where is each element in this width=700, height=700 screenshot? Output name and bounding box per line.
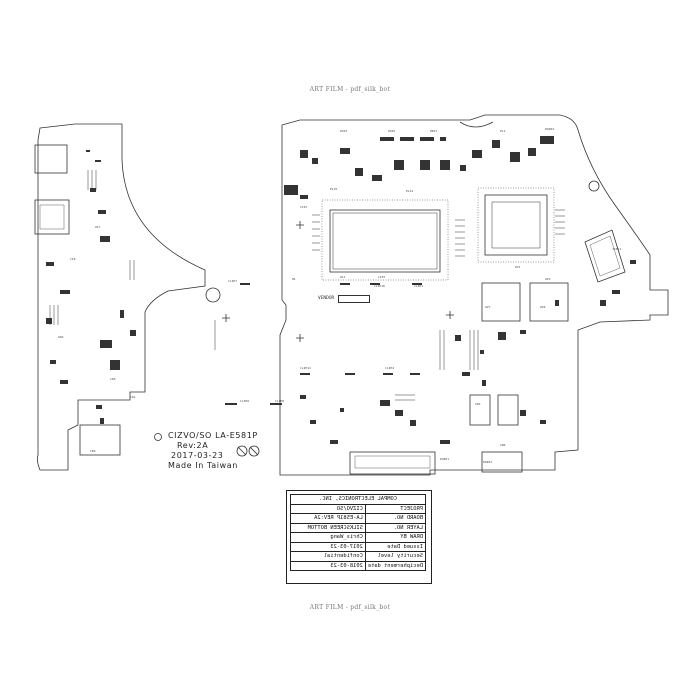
svg-text:PQ202: PQ202 bbox=[545, 127, 554, 131]
board-revision: Rev:2A bbox=[177, 441, 209, 450]
vendor-box bbox=[338, 295, 370, 303]
title-block-company: COMPAL ELECTRONICS, INC. bbox=[290, 494, 426, 504]
title-block-frame bbox=[286, 490, 432, 584]
svg-text:CLIP6: CLIP6 bbox=[240, 399, 249, 403]
svg-text:PL31: PL31 bbox=[406, 189, 413, 193]
svg-text:H1: H1 bbox=[292, 277, 296, 281]
board-made-in: Made In Taiwan bbox=[168, 461, 238, 470]
board-logo-circle bbox=[154, 433, 162, 441]
svg-text:UV1: UV1 bbox=[515, 265, 521, 269]
svg-text:CN2: CN2 bbox=[500, 443, 506, 447]
left-board-outline bbox=[36, 123, 206, 471]
usb-port-1 bbox=[34, 144, 68, 174]
usb-port-2 bbox=[34, 199, 70, 235]
angled-connector bbox=[584, 229, 626, 283]
recycle-mark-2 bbox=[248, 445, 260, 457]
svg-text:C60: C60 bbox=[110, 377, 116, 381]
mount-hole-1 bbox=[205, 287, 221, 303]
svg-text:U46: U46 bbox=[58, 335, 64, 339]
vendor-label: VENDOR bbox=[318, 296, 335, 301]
cap-1 bbox=[469, 394, 491, 426]
board-model: CIZVO/SO LA-E581P bbox=[168, 431, 258, 440]
svg-text:CLIP11: CLIP11 bbox=[300, 366, 311, 370]
art-film-bottom-label: ART FILM - pdf_silk_bot bbox=[309, 604, 391, 611]
mount-hole-2 bbox=[588, 180, 600, 192]
svg-text:UV7: UV7 bbox=[485, 305, 491, 309]
svg-text:PL15: PL15 bbox=[330, 187, 337, 191]
right-board-outline bbox=[279, 114, 669, 476]
svg-text:C18: C18 bbox=[70, 257, 76, 261]
svg-text:PQ403: PQ403 bbox=[483, 460, 492, 464]
svg-text:CLIP10: CLIP10 bbox=[374, 284, 385, 288]
component-pads bbox=[46, 136, 636, 444]
vram-2 bbox=[529, 282, 569, 322]
svg-text:CLIP1: CLIP1 bbox=[414, 284, 423, 288]
svg-text:C107: C107 bbox=[378, 275, 385, 279]
svg-text:C197: C197 bbox=[300, 205, 307, 209]
svg-text:C91: C91 bbox=[130, 395, 136, 399]
svg-text:PU401: PU401 bbox=[440, 457, 449, 461]
table-row: BOARD NO.LA-E581P REV:2A bbox=[290, 513, 426, 523]
svg-text:C89: C89 bbox=[90, 449, 96, 453]
svg-text:PR17: PR17 bbox=[430, 129, 437, 133]
svg-text:CLIP8: CLIP8 bbox=[275, 399, 284, 403]
top-arc bbox=[459, 121, 494, 128]
svg-text:JCPU1: JCPU1 bbox=[612, 247, 621, 251]
vram-1 bbox=[481, 282, 521, 322]
table-row: LAYER NO.SILKSCREEN BOTTOM bbox=[290, 523, 426, 533]
board-date: 2017-03-23 bbox=[171, 451, 224, 460]
svg-text:U11: U11 bbox=[340, 275, 346, 279]
svg-text:PQ15: PQ15 bbox=[388, 129, 395, 133]
svg-text:CN3: CN3 bbox=[475, 402, 481, 406]
component-lines bbox=[49, 170, 565, 401]
bottom-connector bbox=[349, 451, 436, 475]
cpu-outline bbox=[329, 209, 441, 273]
svg-text:U17: U17 bbox=[95, 225, 101, 229]
svg-text:PL1: PL1 bbox=[500, 129, 506, 133]
svg-text:UV6: UV6 bbox=[540, 305, 546, 309]
svg-text:CLIP7: CLIP7 bbox=[228, 279, 237, 283]
svg-text:PU13: PU13 bbox=[340, 129, 347, 133]
svg-text:CLIP4: CLIP4 bbox=[385, 366, 394, 370]
gpu-outline bbox=[484, 194, 548, 256]
recycle-mark-1 bbox=[236, 445, 248, 457]
svg-text:UV3: UV3 bbox=[545, 277, 551, 281]
